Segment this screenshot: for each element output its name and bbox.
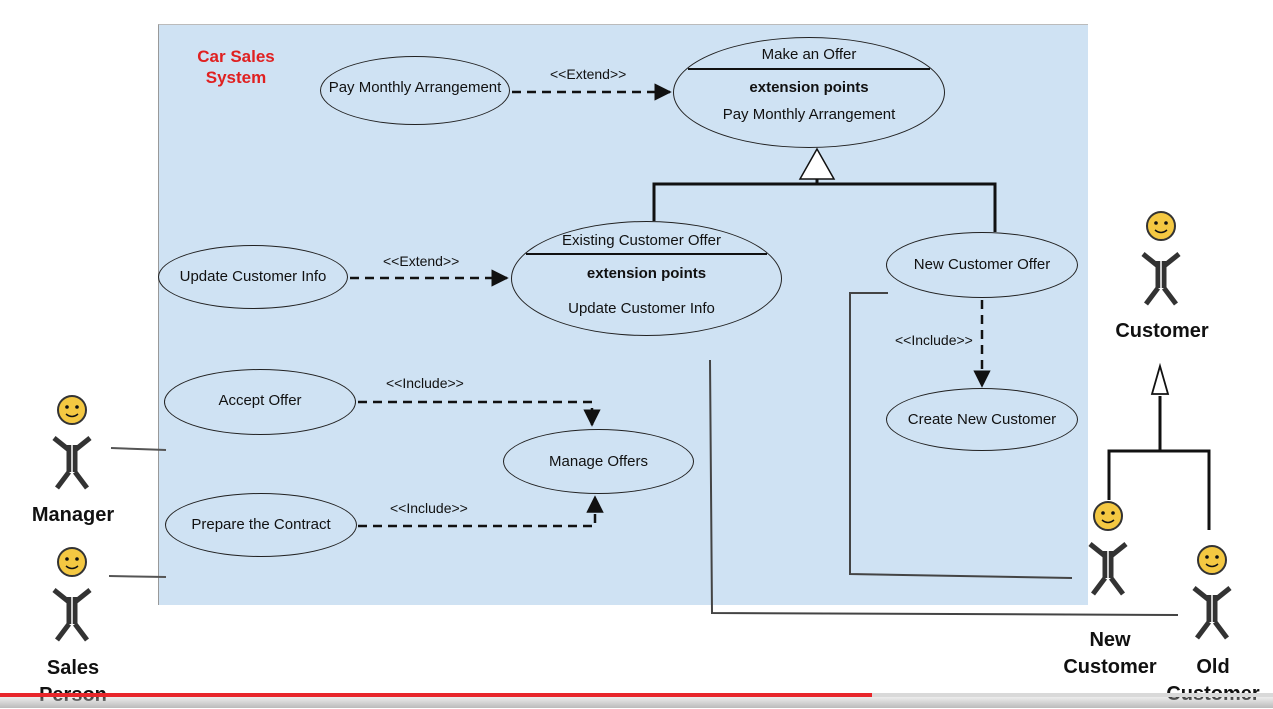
usecase-existing-offer-label: Existing Customer Offer	[562, 232, 721, 249]
make-offer-extension-heading: extension points	[749, 79, 869, 96]
include-label-prepare-contract: <<Include>>	[390, 500, 468, 516]
extend-label-pay-monthly: <<Extend>>	[550, 66, 627, 82]
include-label-accept-offer: <<Include>>	[386, 375, 464, 391]
generalization-tree	[652, 179, 997, 232]
usecase-manage-offers[interactable]: Manage Offers	[503, 429, 694, 494]
sales-association	[108, 575, 167, 578]
sales-person-line1: Sales	[46, 657, 100, 679]
video-progress-fill	[0, 693, 872, 697]
manager-actor-label: Manager	[31, 504, 115, 526]
make-offer-divider	[688, 68, 930, 70]
usecase-prepare-contract-label: Prepare the Contract	[191, 516, 331, 533]
include-arrow-prepare-contract	[358, 495, 604, 528]
usecase-manage-offers-label: Manage Offers	[549, 453, 648, 470]
make-offer-extension-point: Pay Monthly Arrangement	[722, 106, 896, 123]
new-customer-association	[849, 292, 1073, 579]
generalization-triangle	[798, 147, 836, 180]
system-title-line1: Car Sales	[197, 47, 275, 66]
actor-generalization-triangle	[1150, 362, 1170, 395]
usecase-accept-offer[interactable]: Accept Offer	[164, 369, 356, 435]
existing-offer-extension-point: Update Customer Info	[568, 300, 715, 317]
usecase-update-customer-label: Update Customer Info	[179, 268, 327, 285]
system-title: Car Sales System	[176, 46, 296, 88]
usecase-existing-customer-offer[interactable]: Existing Customer Offer extension points…	[511, 221, 782, 336]
system-title-line2: System	[205, 68, 267, 87]
usecase-new-customer-offer[interactable]: New Customer Offer	[886, 232, 1078, 298]
manager-association	[110, 447, 167, 451]
actor-generalization-tree	[1107, 396, 1211, 530]
usecase-make-offer-label: Make an Offer	[761, 46, 857, 63]
existing-offer-divider	[526, 253, 767, 255]
usecase-make-an-offer[interactable]: Make an Offer extension points Pay Month…	[673, 37, 945, 148]
old-customer-line1: Old	[1196, 656, 1230, 678]
include-label-new-offer: <<Include>>	[895, 332, 973, 348]
usecase-accept-offer-label: Accept Offer	[218, 392, 302, 409]
usecase-create-new-customer[interactable]: Create New Customer	[886, 388, 1078, 451]
usecase-pay-monthly-label: Pay Monthly Arrangement	[328, 79, 502, 96]
existing-offer-extension-heading: extension points	[586, 265, 707, 282]
usecase-new-offer-label: New Customer Offer	[913, 256, 1051, 273]
extend-label-update-customer: <<Extend>>	[383, 253, 460, 269]
usecase-prepare-contract[interactable]: Prepare the Contract	[165, 493, 357, 557]
new-customer-actor-label: New Customer	[1050, 627, 1170, 681]
customer-actor-label: Customer	[1115, 320, 1209, 342]
usecase-update-customer-info[interactable]: Update Customer Info	[158, 245, 348, 309]
usecase-create-customer-label: Create New Customer	[907, 411, 1057, 428]
new-customer-line1: New	[1089, 629, 1131, 651]
usecase-pay-monthly-arrangement[interactable]: Pay Monthly Arrangement	[320, 56, 510, 125]
new-customer-line2: Customer	[1063, 656, 1157, 678]
old-customer-association	[709, 359, 1179, 616]
include-arrow-accept-offer	[358, 400, 601, 427]
